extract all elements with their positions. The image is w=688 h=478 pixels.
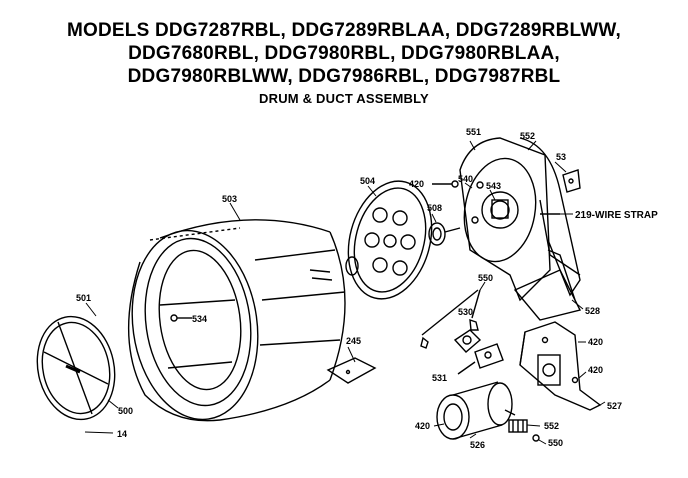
screw-550-bottom [532, 434, 540, 442]
label-552: 552 [520, 131, 535, 141]
drum [128, 219, 346, 422]
label-508: 508 [427, 203, 442, 213]
label-551: 551 [466, 127, 481, 137]
label-420-top: 420 [409, 179, 424, 189]
label-500: 500 [118, 406, 133, 416]
label-219-wire-strap: 219-WIRE STRAP [575, 210, 658, 221]
title-line-1: MODELS DDG7287RBL, DDG7289RBLAA, DDG7289… [67, 20, 621, 41]
label-14: 14 [117, 429, 127, 439]
title-line-2: DDG7680RBL, DDG7980RBL, DDG7980RBLAA, [128, 43, 560, 64]
screws-550 [420, 289, 481, 349]
drum-seal-508 [428, 222, 461, 246]
label-550-bottom: 550 [548, 438, 563, 448]
label-530: 530 [458, 307, 473, 317]
pad-245 [326, 357, 377, 384]
label-550-top: 550 [478, 273, 493, 283]
label-540: 540 [458, 174, 473, 184]
label-420-lower-right: 420 [588, 365, 603, 375]
capacitor-526 [436, 381, 516, 440]
blower-housing [459, 137, 582, 321]
bracket-53 [562, 169, 581, 193]
label-504: 504 [360, 176, 375, 186]
label-501: 501 [76, 293, 91, 303]
clip-552 [508, 419, 528, 433]
label-245: 245 [346, 336, 361, 346]
label-531: 531 [432, 373, 447, 383]
label-503: 503 [222, 194, 237, 204]
label-552-bottom: 552 [544, 421, 559, 431]
label-526: 526 [470, 440, 485, 450]
screw-420-top [432, 180, 459, 188]
label-420-bottom: 420 [415, 421, 430, 431]
label-528: 528 [585, 306, 600, 316]
label-534: 534 [192, 314, 207, 324]
front-seal-ring [36, 315, 116, 421]
drum-rear-panel [347, 180, 433, 300]
thermal-fuse-531 [457, 343, 504, 375]
thermostat-530 [453, 329, 482, 353]
label-53: 53 [556, 152, 566, 162]
part-labels: 501 500 14 503 534 245 504 508 551 552 5… [76, 127, 658, 450]
label-543: 543 [486, 181, 501, 191]
label-527: 527 [607, 401, 622, 411]
label-420-right: 420 [588, 337, 603, 347]
subtitle: DRUM & DUCT ASSEMBLY [259, 91, 429, 106]
title-line-3: DDG7980RBLWW, DDG7986RBL, DDG7987RBL [127, 66, 561, 87]
